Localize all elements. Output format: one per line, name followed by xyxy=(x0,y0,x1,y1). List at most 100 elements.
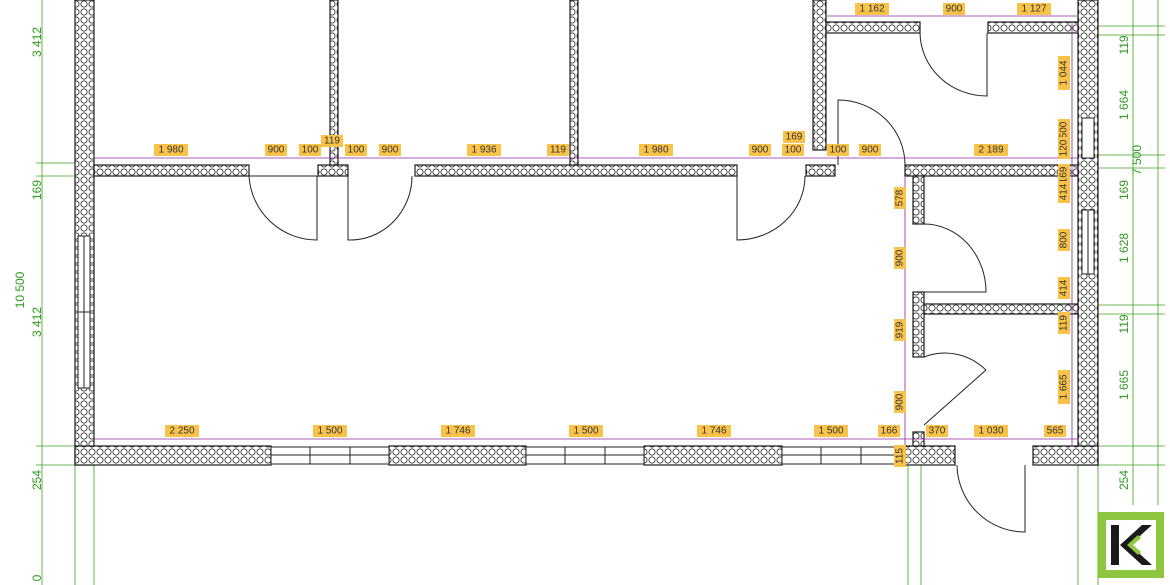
dimension-label: 800 xyxy=(1058,229,1070,251)
dimension-label: 2 250 xyxy=(165,425,199,437)
svg-text:500: 500 xyxy=(1059,121,1070,138)
dimension-label: 414 xyxy=(1058,181,1070,203)
svg-text:1 044: 1 044 xyxy=(1059,60,1070,85)
svg-text:254: 254 xyxy=(1117,470,1131,490)
external-dimension-label: 7 500 xyxy=(1130,145,1144,175)
external-dimension-label: 1 628 xyxy=(1117,233,1131,263)
svg-text:900: 900 xyxy=(946,4,963,15)
windows xyxy=(77,117,1095,465)
svg-text:1 030: 1 030 xyxy=(978,426,1003,437)
svg-text:1 665: 1 665 xyxy=(1117,370,1131,400)
dimension-label: 120 xyxy=(1058,137,1070,159)
dimension-label: 1 746 xyxy=(697,425,731,437)
svg-text:1 746: 1 746 xyxy=(701,426,726,437)
svg-text:1 980: 1 980 xyxy=(158,145,183,156)
dimension-label: 900 xyxy=(265,144,287,156)
dimension-label: 100 xyxy=(782,144,804,156)
dimension-label: 100 xyxy=(827,144,849,156)
door-swings xyxy=(248,32,1026,533)
bottom-wall-segment xyxy=(899,445,956,466)
svg-text:2 189: 2 189 xyxy=(978,145,1003,156)
interior-wall-segment xyxy=(93,164,250,177)
svg-text:100: 100 xyxy=(348,145,365,156)
svg-text:10 500: 10 500 xyxy=(13,271,27,308)
dimension-label: 100 xyxy=(299,144,321,156)
svg-text:1 500: 1 500 xyxy=(573,426,598,437)
dimension-label: 169 xyxy=(1058,164,1070,186)
external-dimension-label: 3 412 xyxy=(30,307,44,337)
interior-wall-segment xyxy=(912,175,925,225)
dimension-label: 900 xyxy=(894,247,906,269)
svg-text:2 250: 2 250 xyxy=(169,426,194,437)
external-dimension-label: 169 xyxy=(30,180,44,200)
bottom-wall-segment xyxy=(1032,445,1099,466)
svg-text:119: 119 xyxy=(1059,315,1070,331)
svg-text:3 412: 3 412 xyxy=(30,27,44,57)
dimension-lines xyxy=(94,15,1078,446)
left-exterior-wall xyxy=(74,0,95,466)
svg-text:370: 370 xyxy=(929,426,946,437)
svg-text:800: 800 xyxy=(1059,231,1070,248)
interior-wall-segment xyxy=(812,0,827,151)
svg-text:119: 119 xyxy=(550,145,566,156)
bottom-wall-segment xyxy=(74,445,272,466)
svg-text:100: 100 xyxy=(302,145,319,156)
interior-wall-segment xyxy=(912,291,925,358)
dimension-label: 900 xyxy=(894,391,906,413)
walls xyxy=(74,0,1099,466)
external-dimension-label: 1 664 xyxy=(1117,90,1131,120)
dimension-label: 119 xyxy=(547,144,569,156)
interior-wall-segment xyxy=(987,21,1079,34)
svg-text:100: 100 xyxy=(785,145,802,156)
svg-text:1 162: 1 162 xyxy=(859,4,884,15)
svg-text:1 127: 1 127 xyxy=(1021,4,1046,15)
svg-text:119: 119 xyxy=(1117,35,1131,54)
dimension-label: 119 xyxy=(321,135,343,147)
dimension-label: 1 980 xyxy=(154,144,188,156)
dimension-label: 115 xyxy=(894,445,906,467)
svg-text:565: 565 xyxy=(1047,426,1064,437)
interior-wall-segment xyxy=(923,303,1079,315)
dimension-label: 900 xyxy=(859,144,881,156)
svg-text:120: 120 xyxy=(1059,139,1070,156)
svg-text:1 500: 1 500 xyxy=(818,426,843,437)
bottom-wall-segment xyxy=(388,445,527,466)
dimension-label: 169 xyxy=(783,131,805,143)
svg-text:169: 169 xyxy=(786,132,803,143)
interior-wall-segment xyxy=(904,164,1079,177)
external-dimension-label: 0 xyxy=(30,574,44,581)
interior-wall-segment xyxy=(317,164,349,177)
external-dimension-label: 119 xyxy=(1117,314,1131,333)
dimension-label: 1 936 xyxy=(467,144,501,156)
svg-text:414: 414 xyxy=(1059,279,1070,296)
svg-text:1 665: 1 665 xyxy=(1059,374,1070,399)
svg-text:7 500: 7 500 xyxy=(1130,145,1144,175)
external-dimension-label: 10 500 xyxy=(13,271,27,308)
bottom-wall-segment xyxy=(643,445,783,466)
svg-text:1 936: 1 936 xyxy=(471,145,496,156)
dimension-label: 500 xyxy=(1058,119,1070,141)
external-dimension-label: 169 xyxy=(1117,180,1131,200)
svg-text:3 412: 3 412 xyxy=(30,307,44,337)
dimension-label: 1 127 xyxy=(1017,3,1051,15)
dimension-label: 1 162 xyxy=(855,3,889,15)
dimension-label: 578 xyxy=(894,187,906,209)
svg-text:919: 919 xyxy=(895,321,906,338)
svg-text:900: 900 xyxy=(752,145,769,156)
interior-wall-segment xyxy=(414,164,738,177)
external-dimension-label: 1 665 xyxy=(1117,370,1131,400)
external-dimension-label: 119 xyxy=(1117,35,1131,54)
interior-wall-segment xyxy=(569,0,579,166)
svg-text:100: 100 xyxy=(830,145,847,156)
external-dimension-label: 3 412 xyxy=(30,27,44,57)
external-extension-lines xyxy=(36,0,1165,585)
dimension-label: 1 044 xyxy=(1058,56,1070,90)
external-dimension-label: 254 xyxy=(30,470,44,490)
dimension-label: 900 xyxy=(749,144,771,156)
external-dimension-label: 254 xyxy=(1117,470,1131,490)
dimension-label: 565 xyxy=(1044,425,1066,437)
svg-text:119: 119 xyxy=(324,136,340,147)
svg-text:1 746: 1 746 xyxy=(445,426,470,437)
